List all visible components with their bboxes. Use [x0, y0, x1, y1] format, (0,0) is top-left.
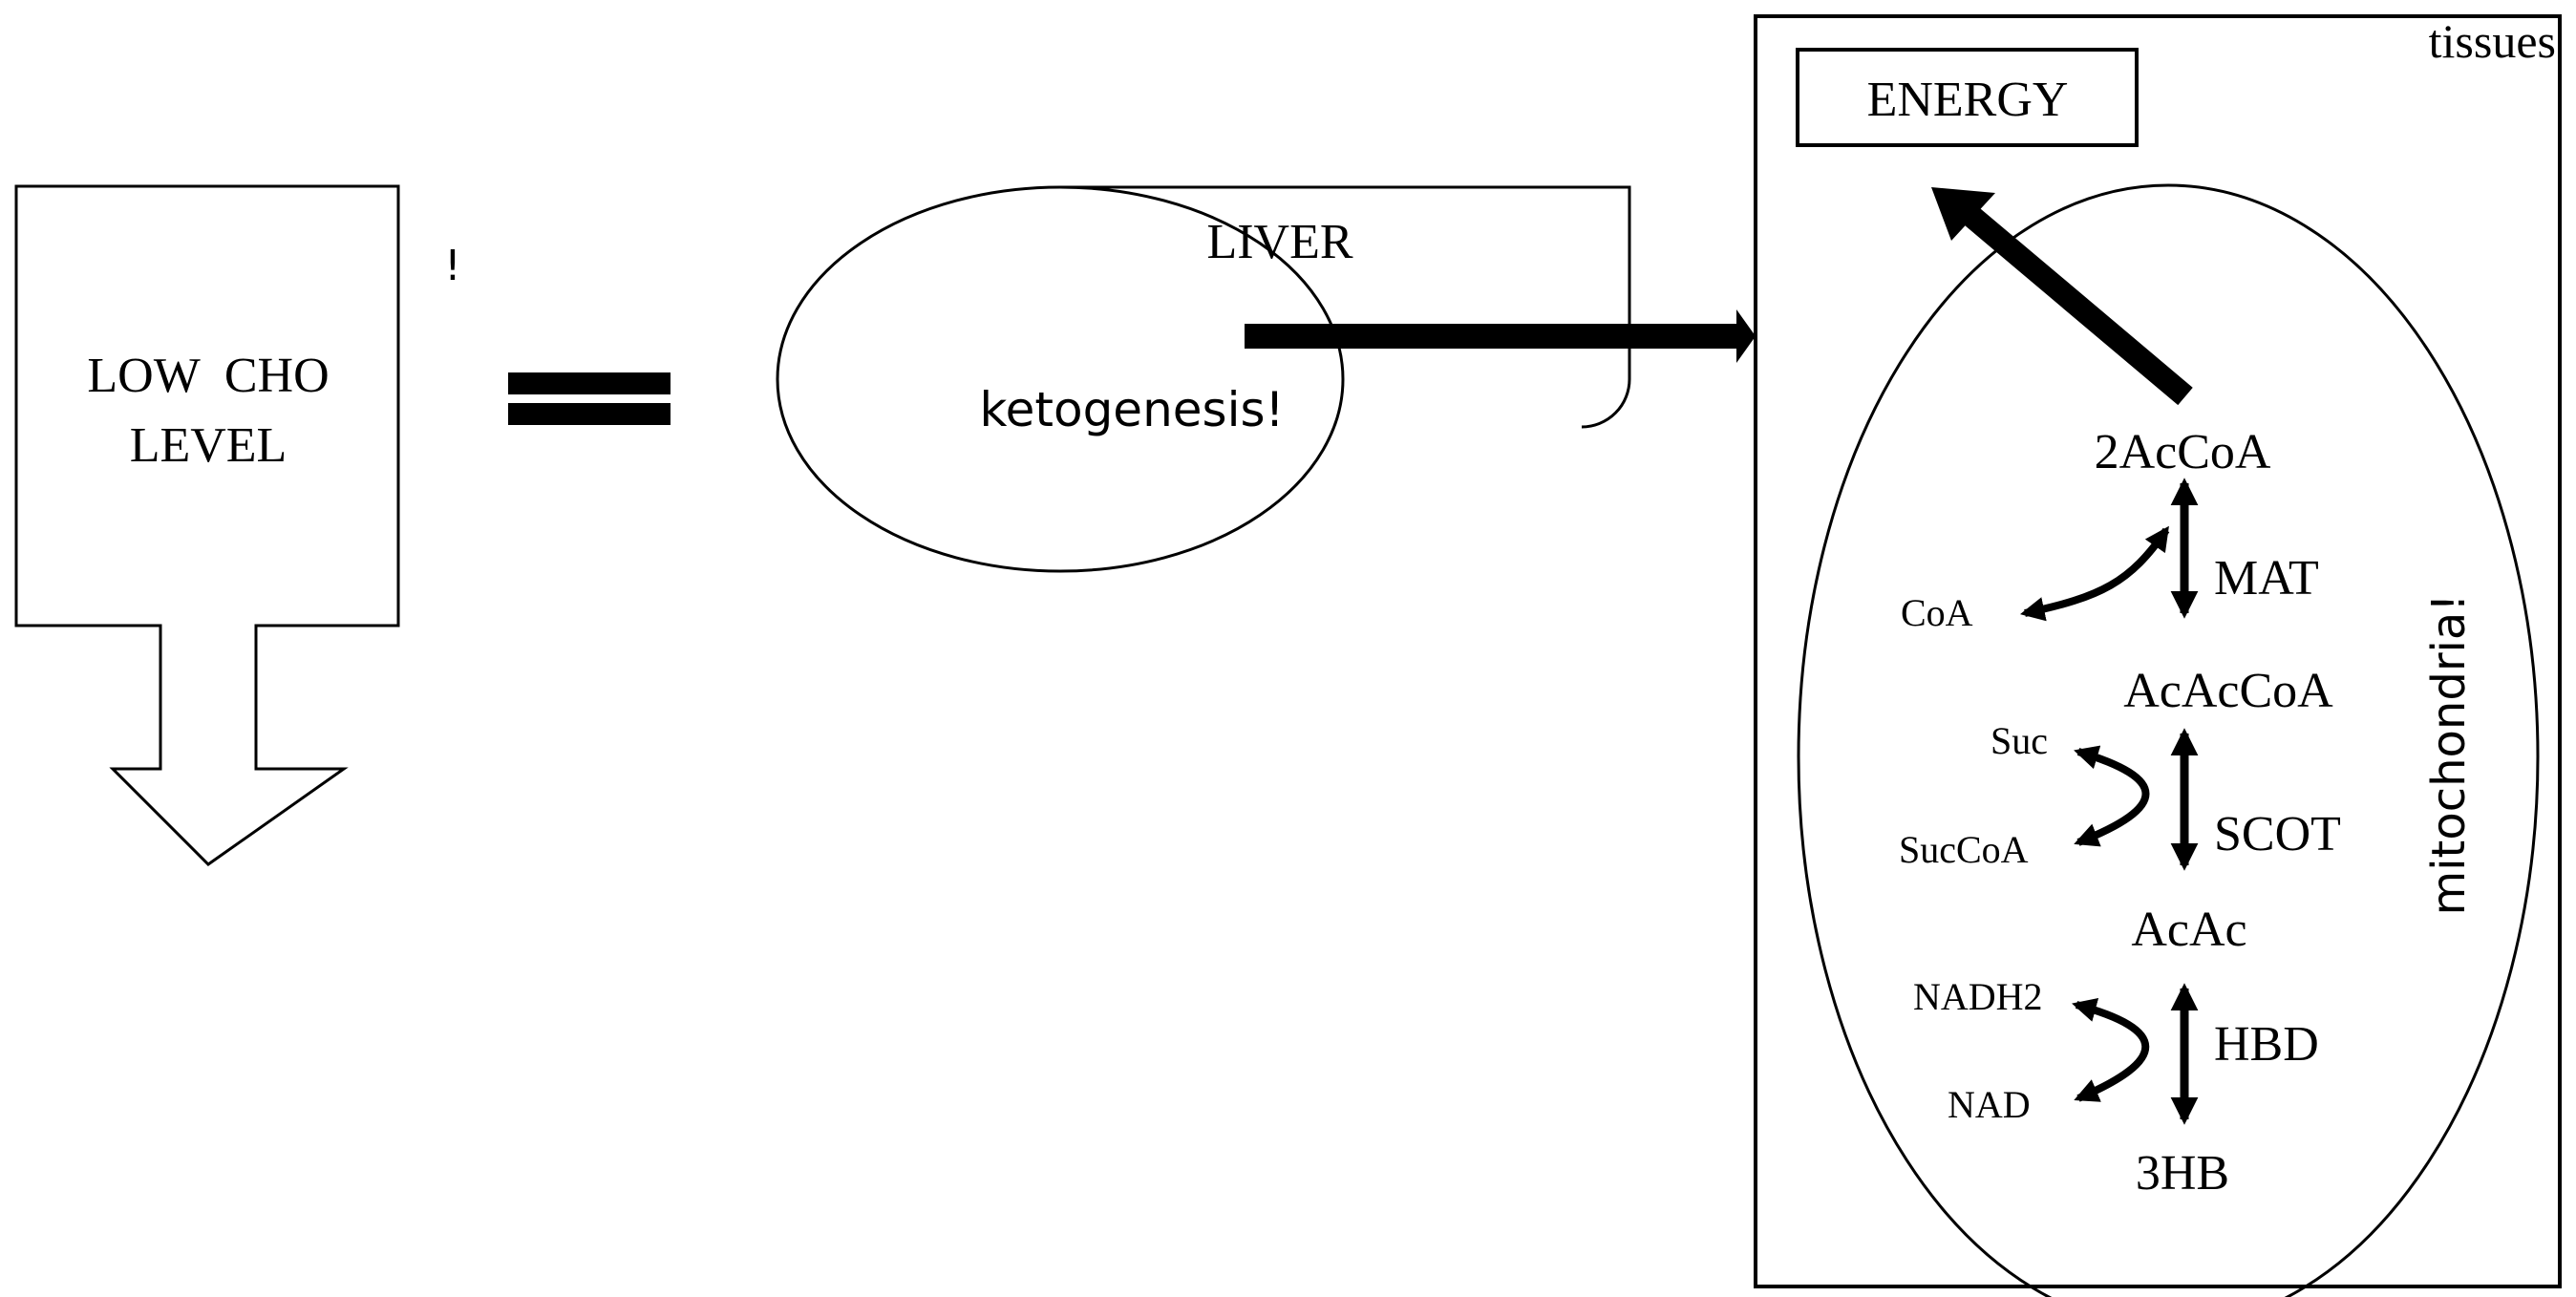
energy-label: ENERGY — [1867, 73, 2069, 127]
suc-label: Suc — [1991, 719, 2048, 762]
nad-label: NAD — [1948, 1083, 2031, 1126]
hydroxybutyrate-label: 3HB — [2136, 1146, 2229, 1201]
succoa-label: SucCoA — [1899, 828, 2029, 871]
energy-arrow-head — [1931, 187, 1995, 241]
liver-to-tissues-arrow-shaft — [1245, 324, 1741, 349]
low-cho-block-arrow — [14, 184, 400, 866]
acetoacetyl-coa-label: AcAcCoA — [2123, 664, 2333, 718]
ketogenesis-label: ketogenesis! — [979, 382, 1284, 437]
scot-enzyme-label: SCOT — [2214, 807, 2341, 861]
nadh2-nad-curved-arrow — [2072, 998, 2150, 1102]
acetoacetate-label: AcAc — [2131, 903, 2246, 957]
low-cho-exclamation: ! — [444, 242, 461, 290]
tissues-label: tissues — [2429, 14, 2556, 68]
coa-label: CoA — [1901, 591, 1973, 634]
low-cho-label-line1: LOW CHO — [87, 349, 329, 403]
liver-frame — [1060, 185, 1631, 429]
suc-succoa-curved-arrow — [2074, 745, 2150, 847]
equals-sign-top-bar — [508, 372, 671, 394]
acetyl-coa-label: 2AcCoA — [2095, 425, 2271, 479]
nadh2-label: NADH2 — [1913, 975, 2043, 1018]
liver-title: LIVER — [1206, 215, 1352, 269]
mitochondria-label: mitochondria! — [2422, 593, 2476, 915]
liver-to-tissues-arrow-head — [1736, 309, 1756, 363]
tissues-box — [1754, 14, 2562, 1288]
hbd-enzyme-label: HBD — [2214, 1017, 2319, 1072]
mitochondria-ellipse — [1797, 183, 2540, 1297]
low-cho-label-line2: LEVEL — [130, 418, 287, 473]
energy-box — [1796, 48, 2139, 147]
energy-arrow-shaft — [1965, 207, 2193, 406]
mat-enzyme-label: MAT — [2214, 551, 2319, 606]
equals-sign-bottom-bar — [508, 403, 671, 425]
coa-curved-arrow — [2019, 525, 2170, 622]
